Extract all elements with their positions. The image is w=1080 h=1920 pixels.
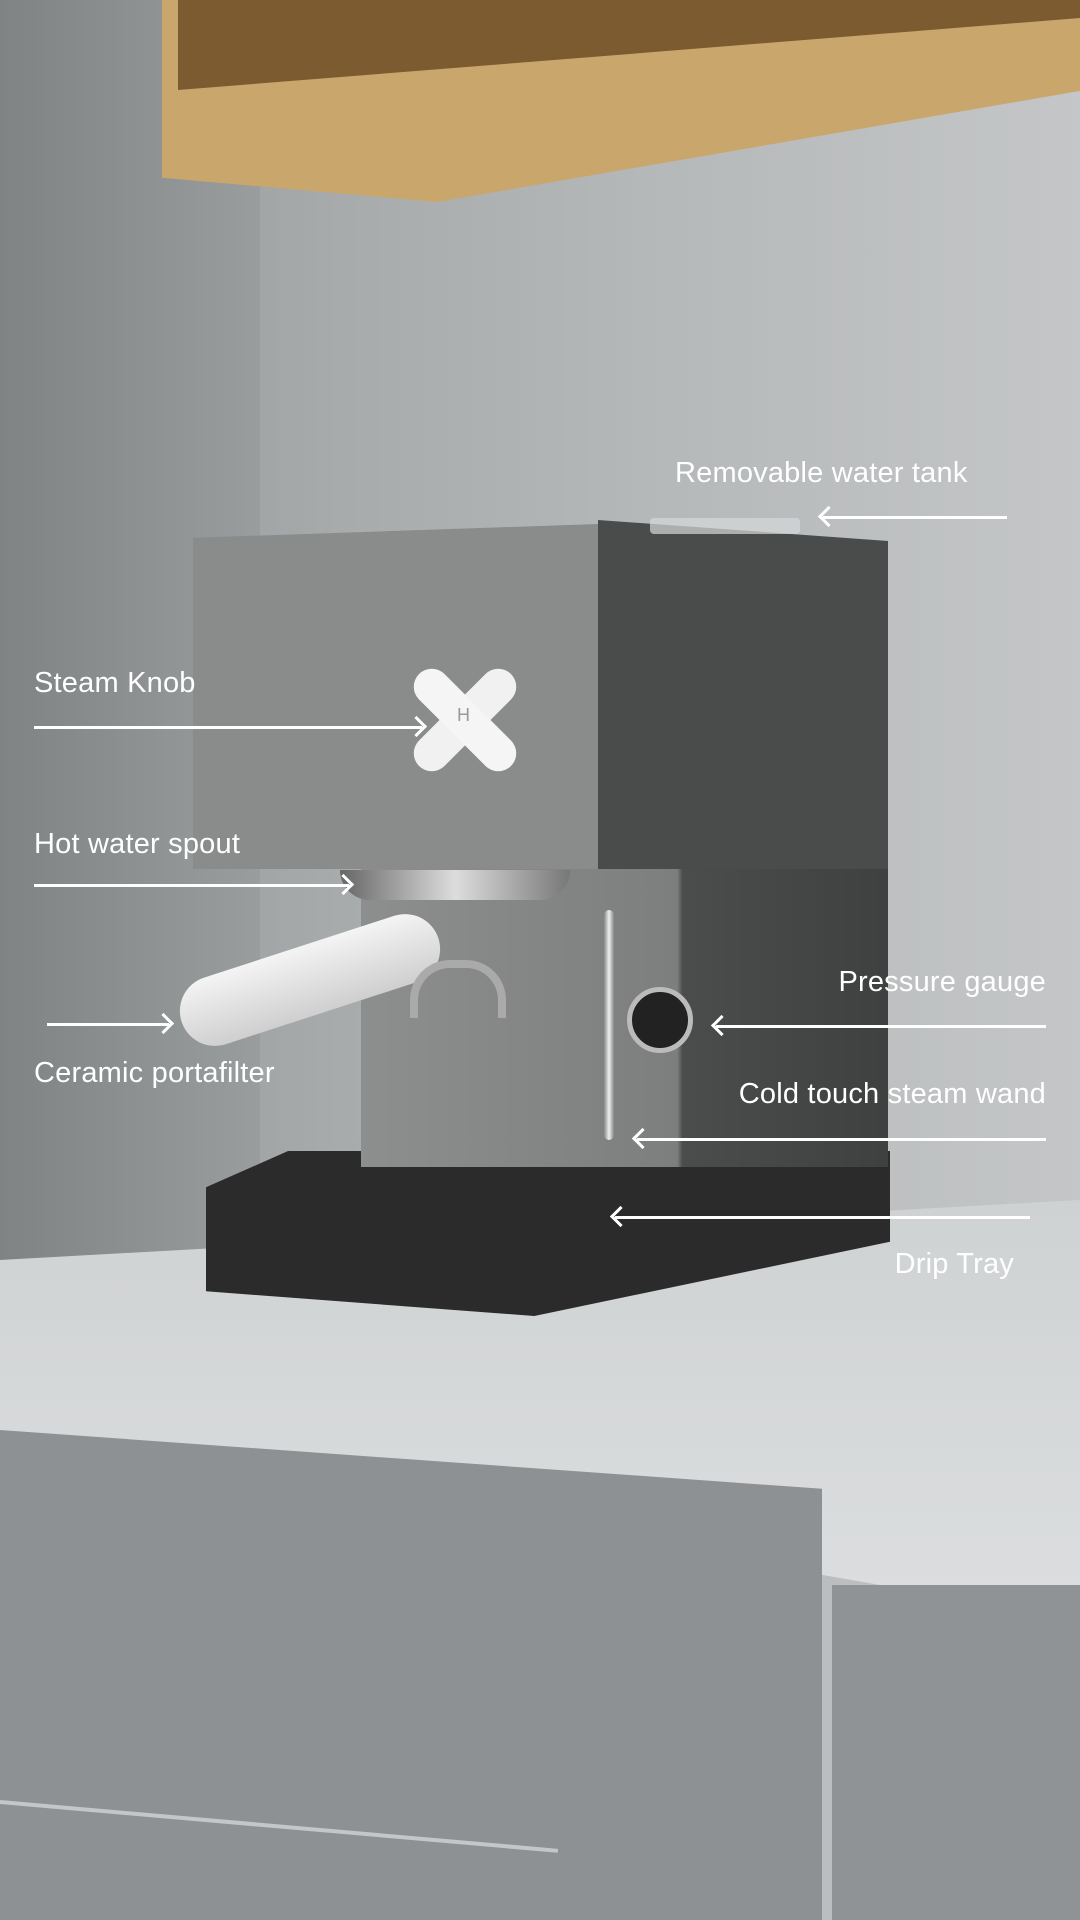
- group-head: [340, 870, 570, 900]
- label-steam-wand: Cold touch steam wand: [738, 1078, 1046, 1110]
- machine-top-side: [598, 520, 888, 869]
- arrow-steam-wand: [637, 1138, 1046, 1141]
- arrow-drip-tray: [615, 1216, 1030, 1219]
- cabinet-drawer-left: [0, 1430, 822, 1920]
- label-hot-water-spout: Hot water spout: [34, 828, 241, 860]
- label-steam-knob: Steam Knob: [34, 667, 196, 699]
- arrow-portafilter: [47, 1023, 169, 1026]
- label-drip-tray: Drip Tray: [894, 1248, 1014, 1280]
- label-pressure-gauge: Pressure gauge: [838, 966, 1046, 998]
- steam-knob: H: [405, 655, 525, 785]
- steam-wand: [604, 910, 614, 1140]
- arrow-pressure-gauge: [716, 1025, 1046, 1028]
- arrow-hot-water-spout: [34, 884, 349, 887]
- arrow-water-tank: [823, 516, 1007, 519]
- spout: [410, 960, 506, 1018]
- knob-letter: H: [457, 705, 470, 725]
- label-water-tank: Removable water tank: [675, 457, 968, 489]
- arrow-steam-knob: [34, 726, 422, 729]
- cabinet-drawer-right: [832, 1585, 1080, 1920]
- pressure-gauge: [627, 987, 693, 1053]
- water-tank-lid: [650, 518, 800, 534]
- label-portafilter: Ceramic portafilter: [34, 1057, 275, 1089]
- machine-top-front: [193, 524, 598, 869]
